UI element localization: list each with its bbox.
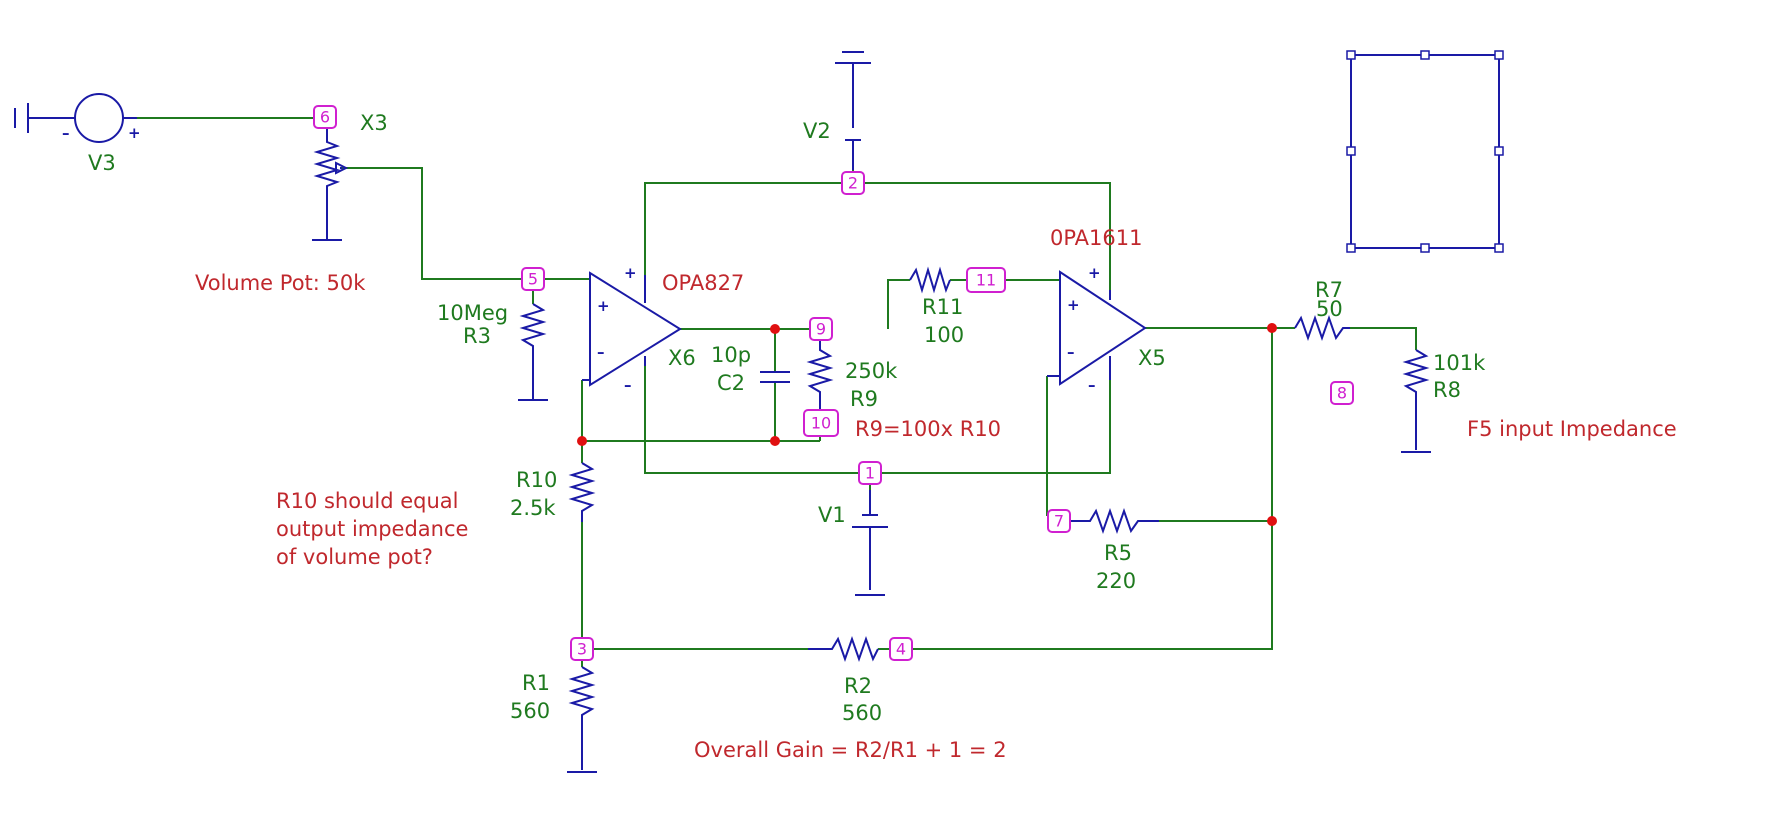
capacitor-c2 (760, 371, 790, 383)
v2-label: V2 (803, 119, 831, 143)
svg-text:4: 4 (896, 640, 906, 659)
node-2: 2 (841, 171, 865, 195)
potentiometer-x3 (312, 128, 349, 241)
x5-part: 0PA1611 (1050, 226, 1143, 250)
node-9: 9 (809, 317, 833, 341)
resistor-r11 (909, 266, 951, 294)
r10-note-line3: of volume pot? (276, 545, 433, 569)
f5-impedance-note: F5 input Impedance (1467, 417, 1677, 441)
r10-label: R10 (516, 468, 557, 492)
resistor-r2 (808, 635, 879, 663)
resistor-r1 (567, 666, 597, 773)
node-markers: 6 5 2 9 11 10 1 7 (313, 105, 1354, 661)
node-11: 11 (966, 267, 1006, 293)
svg-text:1: 1 (865, 464, 875, 483)
r1-label: R1 (522, 671, 550, 695)
node-1: 1 (858, 461, 882, 485)
x3-label: X3 (360, 111, 388, 135)
x6-plus-supply: + (624, 264, 637, 282)
resistor-r8 (1401, 349, 1431, 453)
r5-label: R5 (1104, 541, 1132, 565)
svg-text:7: 7 (1054, 512, 1064, 531)
opamp-x6: + – + – (582, 264, 682, 394)
r7-value: 50 (1316, 297, 1343, 321)
c2-label: C2 (717, 371, 745, 395)
r2-label: R2 (844, 674, 872, 698)
r7-label: R7 (1315, 278, 1343, 302)
resistor-r7 (1294, 314, 1350, 342)
volume-pot-note: Volume Pot: 50k (195, 271, 366, 295)
resistor-r3 (518, 303, 548, 401)
overall-gain-note: Overall Gain = R2/R1 + 1 = 2 (694, 738, 1007, 762)
resistor-r10 (568, 462, 596, 522)
r3-value: 10Meg (437, 301, 508, 325)
node-6: 6 (313, 105, 337, 129)
r11-value: 100 (924, 323, 964, 347)
v3-label: V3 (88, 151, 116, 175)
r1-value: 560 (510, 699, 550, 723)
wires (137, 117, 1417, 667)
svg-text:10: 10 (811, 414, 831, 433)
x6-plus-in: + (597, 297, 610, 315)
x5-minus-in: – (1067, 343, 1075, 361)
source-v3: – + (14, 93, 141, 143)
r3-label: R3 (463, 324, 491, 348)
resistor-r9 (806, 339, 834, 410)
node-7: 7 (1047, 509, 1071, 533)
node-3: 3 (570, 637, 594, 661)
svg-text:8: 8 (1337, 384, 1347, 403)
svg-text:5: 5 (528, 270, 538, 289)
node-5: 5 (521, 267, 545, 291)
svg-text:9: 9 (816, 320, 826, 339)
node-4: 4 (889, 637, 913, 661)
svg-text:11: 11 (976, 271, 996, 290)
selection-box[interactable] (1346, 50, 1504, 253)
x6-label: X6 (668, 346, 696, 370)
r8-label: R8 (1433, 378, 1461, 402)
svg-text:3: 3 (577, 640, 587, 659)
x6-minus-in: – (597, 343, 605, 361)
svg-text:6: 6 (320, 108, 330, 127)
x6-part: OPA827 (662, 271, 744, 295)
source-v1 (852, 490, 888, 596)
v1-label: V1 (818, 503, 846, 527)
r9-value: 250k (845, 359, 898, 383)
r11-label: R11 (922, 295, 963, 319)
junction-dots (577, 323, 1277, 526)
x5-plus-in: + (1067, 296, 1080, 314)
r9-ratio-note: R9=100x R10 (855, 417, 1001, 441)
node-8: 8 (1330, 381, 1354, 405)
x5-minus-supply: – (1088, 376, 1096, 394)
svg-text:2: 2 (848, 174, 858, 193)
node-10: 10 (803, 409, 839, 437)
r10-note-line1: R10 should equal (276, 489, 459, 513)
resistor-r5 (1062, 507, 1159, 535)
opamp-x5: + – + – (1047, 264, 1147, 394)
r5-value: 220 (1096, 569, 1136, 593)
v3-plus-pin: + (128, 124, 141, 142)
r10-value: 2.5k (510, 496, 556, 520)
r10-note-line2: output impedance (276, 517, 468, 541)
c2-value: 10p (711, 343, 751, 367)
source-v2 (835, 51, 871, 170)
x5-label: X5 (1138, 346, 1166, 370)
r8-value: 101k (1433, 351, 1486, 375)
r2-value: 560 (842, 701, 882, 725)
x5-plus-supply: + (1088, 264, 1101, 282)
r9-label: R9 (850, 387, 878, 411)
v3-minus-pin: – (62, 124, 70, 142)
x6-minus-supply: – (624, 376, 632, 394)
